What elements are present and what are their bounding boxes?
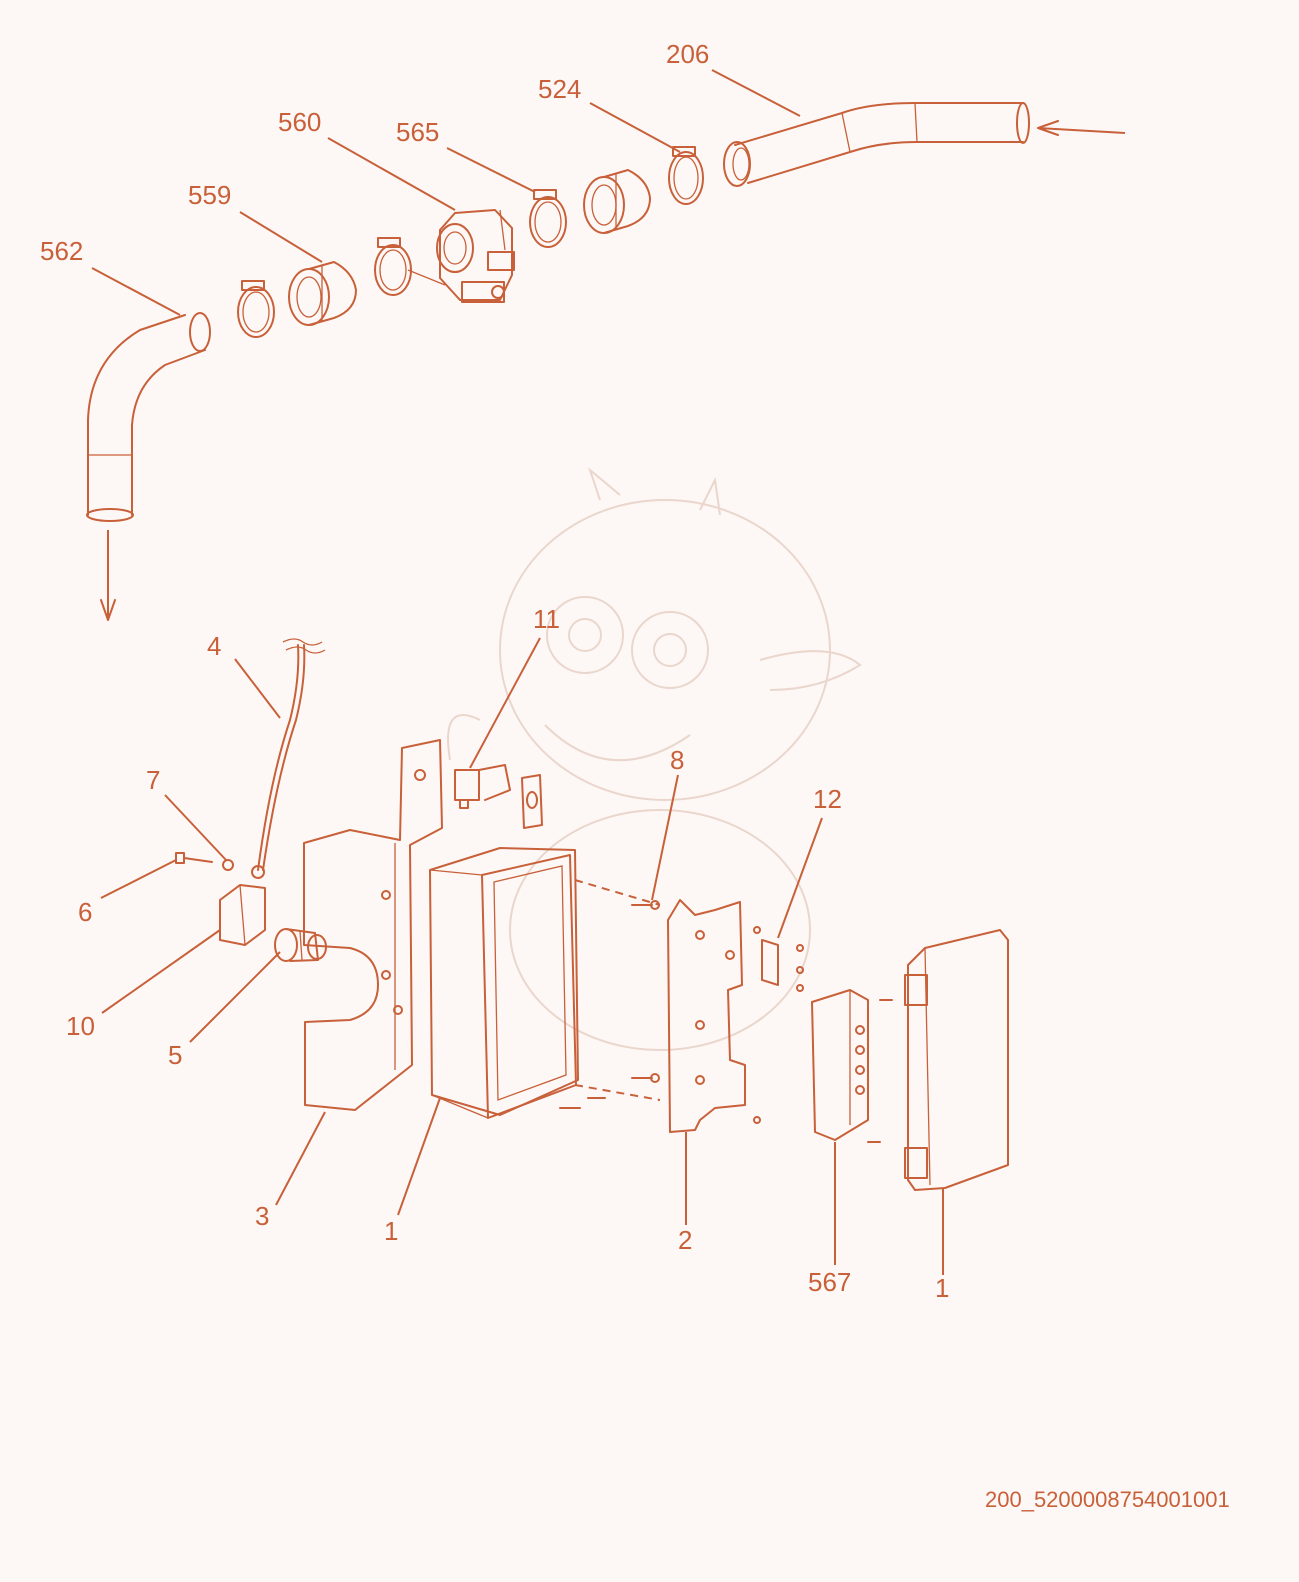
part-206-tube: [723, 102, 1030, 187]
label-565: 565: [396, 117, 439, 147]
part-562-elbow: [86, 312, 211, 522]
part-2-mounting-plate: [667, 899, 761, 1133]
part-3-bracket: [303, 739, 443, 1111]
callout-labels: 206 524 560 565 559 562 11 4 7 6 10 5 3 …: [40, 39, 949, 1303]
label-567: 567: [808, 1267, 851, 1297]
label-562: 562: [40, 236, 83, 266]
part-1-enclosure-lid: [904, 929, 1009, 1191]
part-565-clamp: [529, 189, 567, 248]
part-10-connector: [219, 865, 266, 946]
drawing-code: 200_5200008754001001: [985, 1487, 1230, 1512]
part-6-screw: [175, 852, 213, 864]
label-1-lid: 1: [935, 1273, 949, 1303]
part-559-sleeve: [288, 261, 357, 326]
label-10: 10: [66, 1011, 95, 1041]
coupling-sleeve: [583, 169, 651, 234]
leader-lines: [91, 69, 944, 1275]
label-2: 2: [678, 1225, 692, 1255]
label-524: 524: [538, 74, 581, 104]
part-7-washer: [222, 859, 234, 871]
label-206: 206: [666, 39, 709, 69]
label-4: 4: [207, 631, 221, 661]
clamp-near-throttle: [374, 237, 446, 296]
label-7: 7: [146, 765, 160, 795]
outlet-arrow: [100, 530, 116, 621]
label-559: 559: [188, 180, 231, 210]
part-12-terminal: [761, 939, 804, 992]
part-1-enclosure-body: [429, 847, 661, 1119]
label-12: 12: [813, 784, 842, 814]
label-3: 3: [255, 1201, 269, 1231]
watermark: [447, 466, 862, 1051]
label-6: 6: [78, 897, 92, 927]
label-1-body: 1: [384, 1216, 398, 1246]
clamp-near-elbow: [237, 280, 275, 338]
label-8: 8: [670, 745, 684, 775]
part-560-throttle-body: [436, 209, 515, 303]
label-11: 11: [533, 604, 560, 634]
label-560: 560: [278, 107, 321, 137]
label-5: 5: [168, 1040, 182, 1070]
part-11-switch: [454, 764, 543, 829]
part-567-terminal-block: [811, 989, 893, 1143]
part-4-cable: [257, 638, 326, 871]
part-8-screws: [559, 900, 660, 1109]
part-524-clamp: [668, 146, 704, 205]
inlet-arrow: [1037, 120, 1126, 136]
